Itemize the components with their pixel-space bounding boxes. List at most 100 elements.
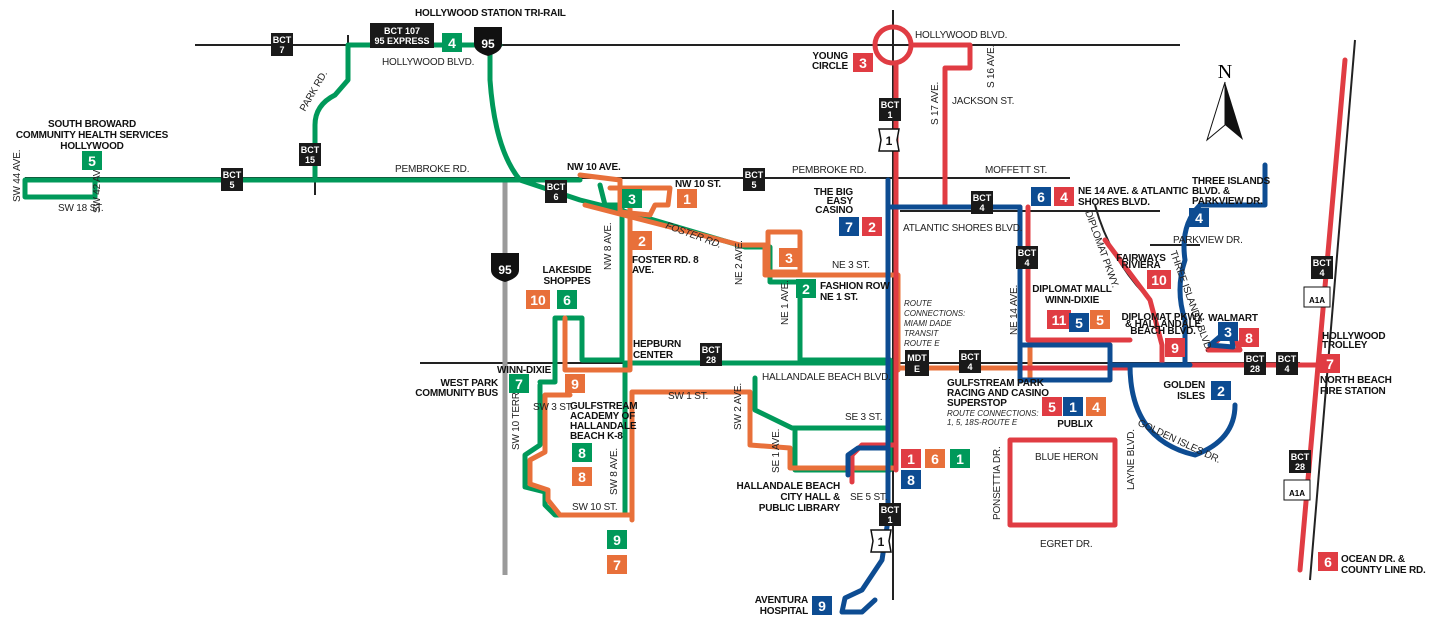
route-badge-blue-4: 4 (1189, 208, 1209, 227)
svg-text:BCT: BCT (973, 193, 992, 203)
route-badge-number: 8 (1245, 330, 1253, 346)
route-badge-number: 8 (578, 469, 586, 485)
route-badge-number: 7 (845, 219, 853, 235)
us1-shield-icon: 1 (870, 529, 892, 553)
svg-text:A1A: A1A (1289, 489, 1305, 498)
route-badge-blue-9: 9 (812, 596, 832, 615)
route-badge-orange-7: 7 (607, 555, 627, 574)
street-label: SW 1 ST. (668, 391, 708, 402)
route-badge-green-6: 6 (557, 290, 577, 309)
street-label: NE 1 AVE. (780, 280, 791, 325)
svg-text:5: 5 (751, 180, 756, 190)
route-badge-orange-2: 2 (632, 231, 652, 250)
route-badge-bg (1239, 328, 1259, 347)
route-badge-number: 5 (88, 153, 96, 169)
route-badge-number: 6 (1037, 189, 1045, 205)
svg-text:A1A: A1A (1309, 296, 1325, 305)
route-badge-red-8: 8 (1239, 328, 1259, 347)
route-badge-green-2: 2 (796, 279, 816, 298)
svg-text:4: 4 (979, 203, 984, 213)
route-badge-number: 2 (868, 219, 876, 235)
route-badge-green-5: 5 (82, 151, 102, 170)
svg-text:4: 4 (1319, 268, 1324, 278)
route-badge-orange-9: 9 (565, 374, 585, 393)
svg-text:MDT: MDT (907, 353, 927, 363)
svg-text:4: 4 (967, 362, 972, 372)
svg-text:BCT: BCT (881, 505, 900, 515)
svg-text:BCT: BCT (547, 182, 566, 192)
route-badge-red-9: 9 (1165, 338, 1185, 357)
blue-route-federal (839, 177, 891, 615)
route-badge-blue-7: 7 (839, 217, 859, 236)
svg-text:BCT: BCT (1278, 354, 1297, 364)
route-badge-orange-8: 8 (572, 467, 592, 486)
route-badge-number: 6 (563, 292, 571, 308)
svg-text:95: 95 (498, 263, 512, 277)
route-badge-orange-4: 4 (1086, 397, 1106, 416)
svg-text:28: 28 (706, 355, 716, 365)
blue-route-golden-isles (1107, 362, 1238, 458)
route-badge-bg (1211, 381, 1231, 400)
route-badge-blue-1: 1 (1063, 397, 1083, 416)
route-badge-bg (572, 443, 592, 462)
route-badge-number: 4 (448, 35, 456, 51)
street-label: HOLLYWOOD BLVD. (915, 30, 1007, 41)
route-badge-red-4: 4 (1054, 187, 1074, 206)
route-badge-number: 4 (1195, 210, 1203, 226)
street-label: SW 44 AVE. (12, 150, 23, 202)
svg-text:1: 1 (878, 535, 885, 549)
route-badge-red-5: 5 (1042, 397, 1062, 416)
svg-text:BCT: BCT (961, 352, 980, 362)
svg-text:15: 15 (305, 155, 315, 165)
blue-route-atlantic (885, 204, 1113, 383)
orange-route-3-loop (765, 229, 803, 275)
route-badge-bg (1090, 310, 1110, 329)
route-badge-bg (607, 530, 627, 549)
route-badge-bg (632, 231, 652, 250)
street-label: PARK RD. (298, 69, 330, 113)
green-route-nw8ave (537, 182, 625, 385)
svg-text:4: 4 (1284, 364, 1289, 374)
svg-text:BCT: BCT (1018, 248, 1037, 258)
svg-text:28: 28 (1295, 462, 1305, 472)
street-label: NW 10 ST. (675, 179, 721, 190)
route-badge-number: 8 (907, 472, 915, 488)
route-badge-bg (1047, 310, 1071, 329)
street-label: PONSETTIA DR. (992, 446, 1003, 520)
route-badge-blue-3: 3 (1218, 322, 1238, 341)
orange-route-sw (527, 389, 896, 523)
route-badge-number: 1 (683, 191, 691, 207)
svg-text:E: E (914, 364, 920, 374)
street-label: SE 3 ST. (845, 412, 882, 423)
route-badge-bg (557, 290, 577, 309)
route-badge-number: 5 (1048, 399, 1056, 415)
place-label-ocean-dr: OCEAN DR. &COUNTY LINE RD. (1341, 554, 1426, 576)
route-badge-number: 3 (785, 250, 793, 266)
route-badge-green-3: 3 (622, 189, 642, 208)
street-label: NW 10 AVE. (567, 162, 621, 173)
street-label: SW 18 ST. (58, 203, 103, 214)
route-badge-orange-3: 3 (779, 248, 799, 267)
i95-shield-icon: 95 (491, 253, 519, 282)
route-badge-green-1: 1 (950, 449, 970, 468)
street-label: JACKSON ST. (952, 96, 1014, 107)
street-label: LAYNE BLVD. (1126, 429, 1137, 490)
